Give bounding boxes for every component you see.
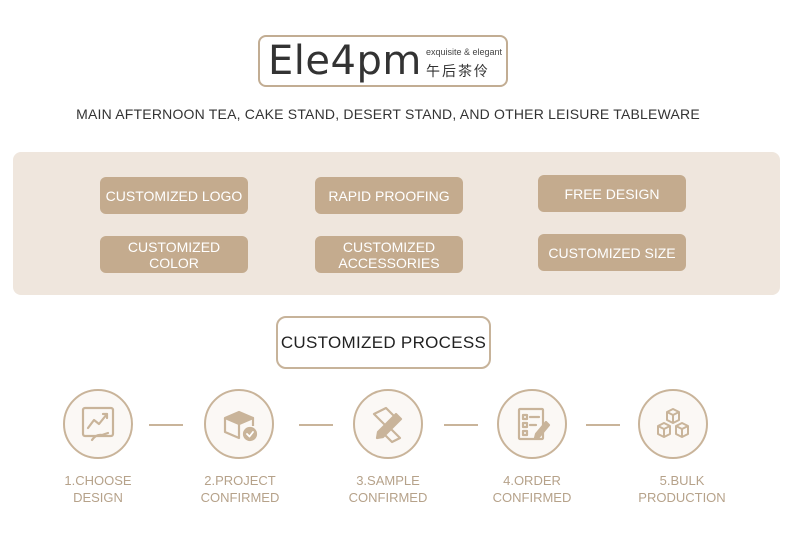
- step-connector: [149, 424, 183, 426]
- step-label-bulk-production: 5.BULK PRODUCTION: [627, 472, 737, 506]
- step-connector: [586, 424, 620, 426]
- step-line1: CHOOSE: [75, 473, 132, 488]
- step-number: 4.: [503, 473, 514, 488]
- stacked-boxes-icon: [638, 389, 708, 459]
- step-line2: CONFIRMED: [492, 490, 572, 505]
- service-customized-logo: CUSTOMIZED LOGO: [100, 177, 248, 214]
- brand-logo: Ele4pm exquisite & elegant 午后茶伶: [258, 35, 508, 87]
- chart-hand-icon: [63, 389, 133, 459]
- service-customized-accessories: CUSTOMIZED ACCESSORIES: [315, 236, 463, 273]
- headline: MAIN AFTERNOON TEA, CAKE STAND, DESERT S…: [76, 106, 700, 122]
- step-number: 2.: [204, 473, 216, 488]
- service-free-design: FREE DESIGN: [538, 175, 686, 212]
- step-line1: PROJECT: [215, 473, 276, 488]
- service-rapid-proofing: RAPID PROOFING: [315, 177, 463, 214]
- step-line2: DESIGN: [73, 490, 123, 505]
- brand-name: Ele4pm: [268, 38, 422, 84]
- step-connector: [444, 424, 478, 426]
- step-line2: CONFIRMED: [200, 490, 280, 505]
- step-line1: BULK: [670, 473, 705, 488]
- process-title: CUSTOMIZED PROCESS: [276, 316, 491, 369]
- step-label-order-confirmed: 4.ORDER CONFIRMED: [477, 472, 587, 506]
- step-line2: CONFIRMED: [348, 490, 428, 505]
- services-panel: [13, 152, 780, 295]
- service-customized-color: CUSTOMIZED COLOR: [100, 236, 248, 273]
- step-line1: SAMPLE: [367, 473, 420, 488]
- step-connector: [299, 424, 333, 426]
- brand-chinese-name: 午后茶伶: [426, 64, 490, 80]
- checklist-pen-icon: [497, 389, 567, 459]
- pencil-paper-icon: [353, 389, 423, 459]
- service-customized-size: CUSTOMIZED SIZE: [538, 234, 686, 271]
- step-label-project-confirmed: 2.PROJECT CONFIRMED: [185, 472, 295, 506]
- step-number: 3.: [356, 473, 368, 488]
- brand-tagline: exquisite & elegant: [426, 47, 503, 57]
- box-check-icon: [204, 389, 274, 459]
- step-number: 5.: [659, 473, 671, 488]
- step-line2: PRODUCTION: [638, 490, 726, 505]
- step-line1: ORDER: [513, 473, 561, 488]
- step-number: 1.: [64, 473, 76, 488]
- step-label-sample-confirmed: 3.SAMPLE CONFIRMED: [333, 472, 443, 506]
- step-label-choose-design: 1.CHOOSE DESIGN: [43, 472, 153, 506]
